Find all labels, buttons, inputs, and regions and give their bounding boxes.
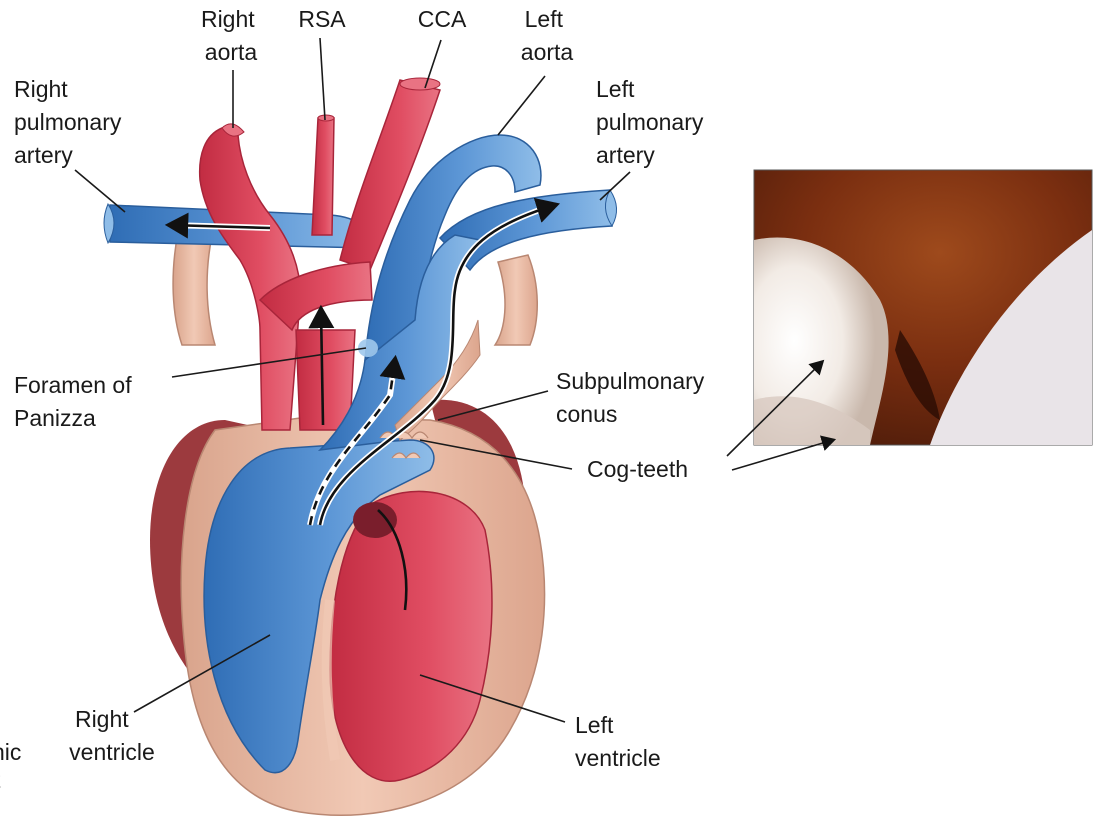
label-cog-teeth: Cog-teeth bbox=[587, 456, 688, 482]
label-left-ventricle: Left ventricle bbox=[575, 712, 661, 771]
label-right-ventricle: Right ventricle bbox=[69, 706, 155, 765]
label-foramen-of-panizza: Foramen of Panizza bbox=[14, 372, 138, 431]
label-left-aorta: Left aorta bbox=[521, 6, 574, 65]
label-left-pulmonary-artery: Left pulmonary artery bbox=[596, 76, 710, 168]
label-right-aorta: Right aorta bbox=[201, 6, 261, 65]
heart-body bbox=[150, 400, 545, 816]
label-cropped-left-edge: nic t bbox=[0, 739, 28, 793]
endoscopic-photo bbox=[754, 170, 1092, 445]
label-cca: CCA bbox=[418, 6, 467, 32]
label-rsa: RSA bbox=[298, 6, 346, 32]
label-subpulmonary-conus: Subpulmonary conus bbox=[556, 368, 711, 427]
great-vessels bbox=[200, 78, 541, 458]
label-right-pulmonary-artery: Right pulmonary artery bbox=[14, 76, 128, 168]
